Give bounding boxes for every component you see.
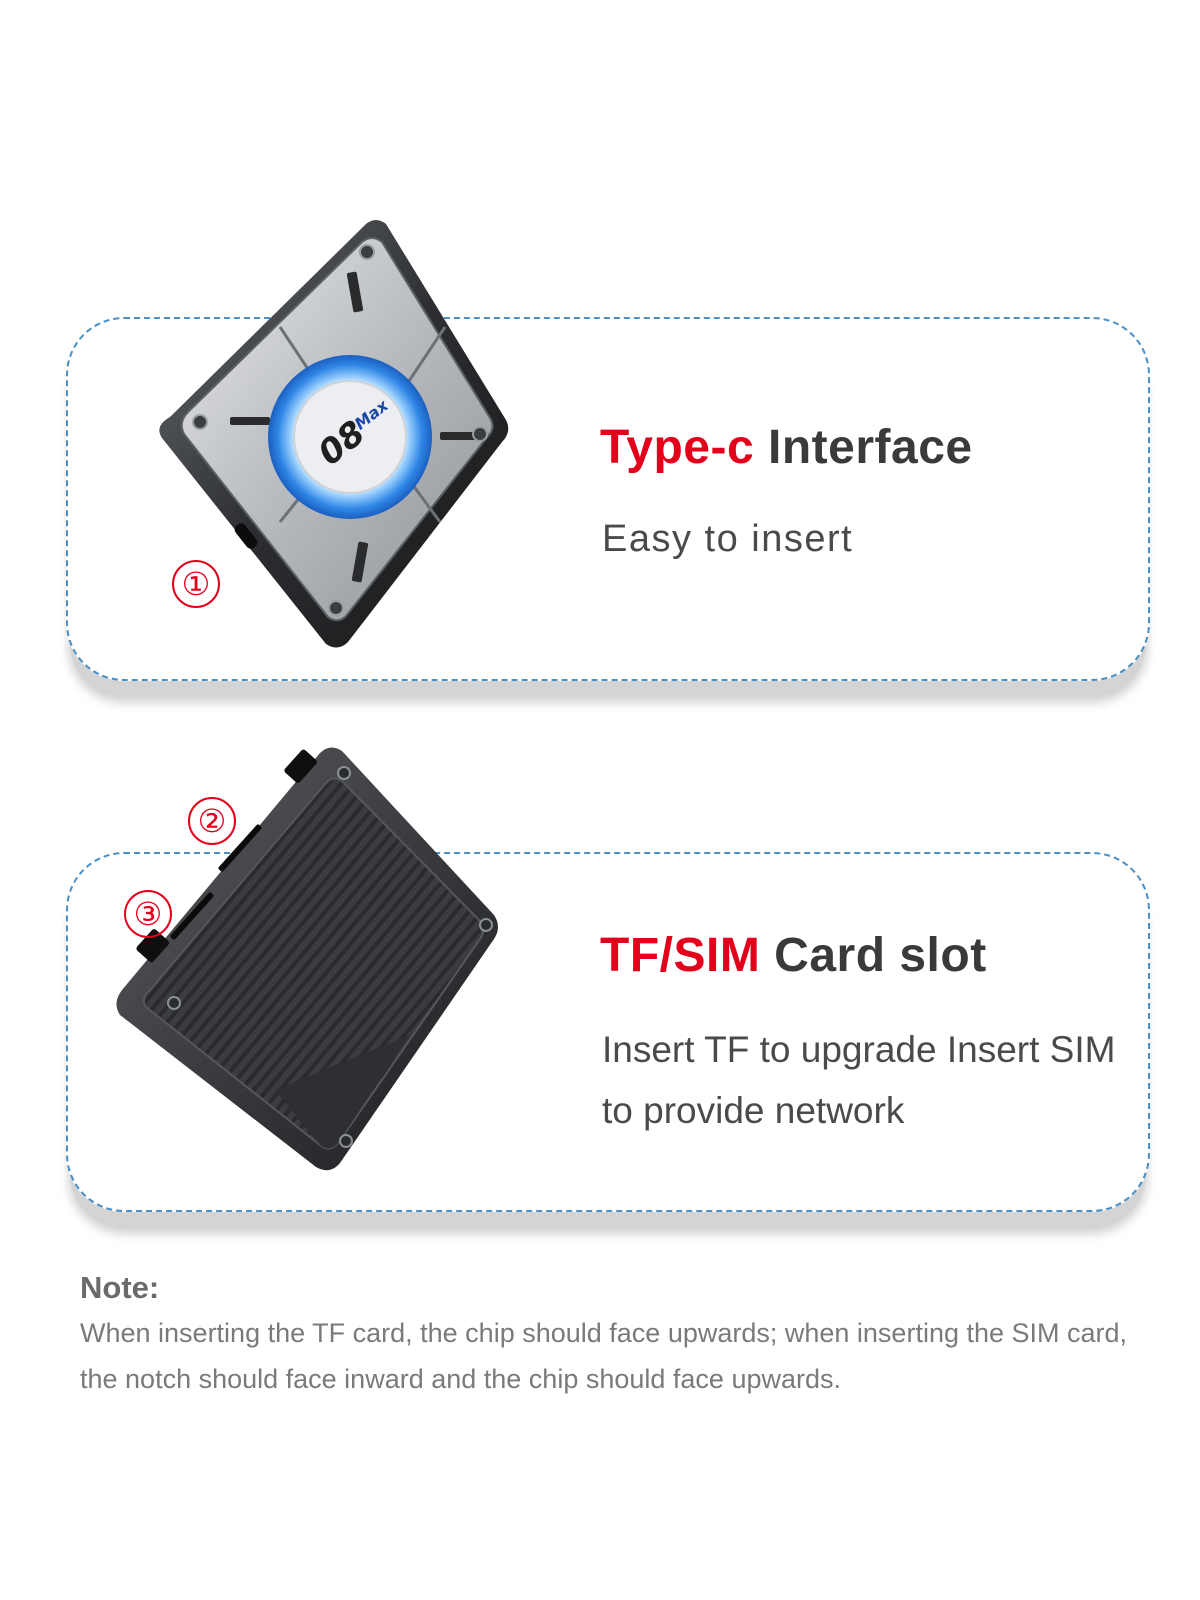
feature-title-rest: Card slot xyxy=(774,929,987,982)
feature-title-rest: Interface xyxy=(768,421,973,474)
marker-tf-slot: ② xyxy=(188,797,236,845)
feature-subtitle-tfsim: Insert TF to upgrade Insert SIM to provi… xyxy=(602,1029,1116,1131)
note-text: When inserting the TF card, the chip sho… xyxy=(80,1318,1128,1394)
marker-sim-slot: ③ xyxy=(124,890,172,938)
feature-subtitle-typec: Easy to insert xyxy=(602,518,854,560)
tv-box-bottom-view-image xyxy=(116,747,498,1171)
marker-typec-port: ① xyxy=(172,560,220,608)
feature-title-tfsim: TF/SIM Card slot xyxy=(600,928,987,983)
feature-title-typec: Type-c Interface xyxy=(600,420,973,475)
feature-title-accent: TF/SIM xyxy=(600,929,761,982)
feature-title-accent: Type-c xyxy=(600,421,755,474)
note-label: Note: xyxy=(80,1270,160,1305)
tv-box-top-view-image: 08 Max xyxy=(159,220,509,648)
